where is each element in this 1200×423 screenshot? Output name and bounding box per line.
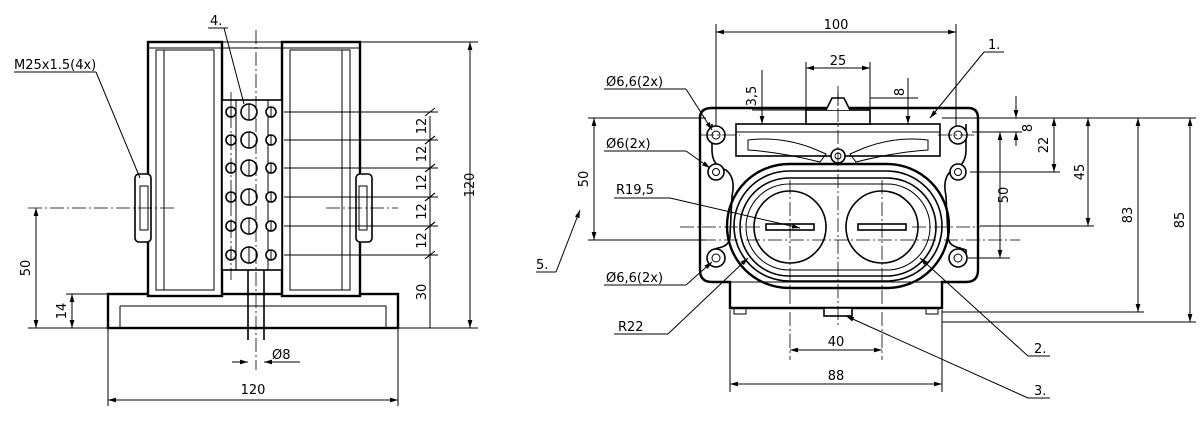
dim-height-total: 120 <box>463 173 478 198</box>
dim-85: 85 <box>1173 212 1188 229</box>
right-view: 100 25 3,5 8 8 22 45 83 85 50 <box>536 18 1196 399</box>
dim-tick <box>424 135 436 145</box>
callout-5: 5. <box>536 258 548 273</box>
dim-pin-diameter: Ø8 <box>272 348 291 363</box>
dim-50-left: 50 <box>577 171 592 188</box>
dim-terminal-pitch: 12 <box>415 174 430 191</box>
dim-center-height: 50 <box>19 260 34 277</box>
dim-8-right: 8 <box>1021 124 1036 132</box>
dim-tick <box>424 221 436 231</box>
right-housing <box>280 40 362 298</box>
callout-hole-top: Ø6,6(2x) <box>606 75 663 90</box>
callout-radius-upper: R19,5 <box>616 183 654 198</box>
callout-thread: M25x1.5(4x) <box>14 58 96 73</box>
dim-45: 45 <box>1073 164 1088 181</box>
dim-terminal-pitch: 12 <box>415 118 430 135</box>
callout-part-4: 4. <box>210 14 222 29</box>
dim-base-height: 14 <box>55 303 70 320</box>
center-pin <box>247 270 265 340</box>
dim-tick <box>424 107 436 117</box>
dim-88: 88 <box>828 369 845 384</box>
dim-width-total: 120 <box>241 383 266 398</box>
callout-1: 1. <box>988 38 1000 53</box>
callout-2: 2. <box>1034 342 1046 357</box>
dim-50-right: 50 <box>997 187 1012 204</box>
dim-83: 83 <box>1121 207 1136 224</box>
dim-terminal-pitch: 12 <box>415 232 430 249</box>
dim-tick <box>424 163 436 173</box>
callout-radius-lower: R22 <box>618 320 644 335</box>
left-housing <box>146 40 224 298</box>
dim-40: 40 <box>828 335 845 350</box>
terminal-block <box>221 99 283 271</box>
callout-hole-bottom: Ø6,6(2x) <box>606 271 663 286</box>
dim-width-top: 100 <box>824 18 849 33</box>
callout-3: 3. <box>1034 384 1046 399</box>
dim-terminal-pitch: 12 <box>415 146 430 163</box>
base-plate <box>106 292 400 330</box>
dim-slot: 25 <box>830 54 847 69</box>
dim-3-5: 3,5 <box>745 86 760 107</box>
left-view: 120 120 50 14 Ø8 12 12 12 12 12 30 M25x1.5(4… <box>14 14 478 406</box>
dim-tick <box>424 250 436 260</box>
mounting-holes <box>706 125 968 268</box>
flange <box>698 106 980 310</box>
dim-22: 22 <box>1037 137 1052 154</box>
terminal-pitch-dims: 12 12 12 12 12 <box>415 107 436 260</box>
dim-8-top: 8 <box>893 88 908 96</box>
dim-terminal-base: 30 <box>415 284 430 301</box>
dim-tick <box>424 192 436 202</box>
dim-terminal-pitch: 12 <box>415 203 430 220</box>
callout-hole-mid: Ø6(2x) <box>606 137 651 152</box>
